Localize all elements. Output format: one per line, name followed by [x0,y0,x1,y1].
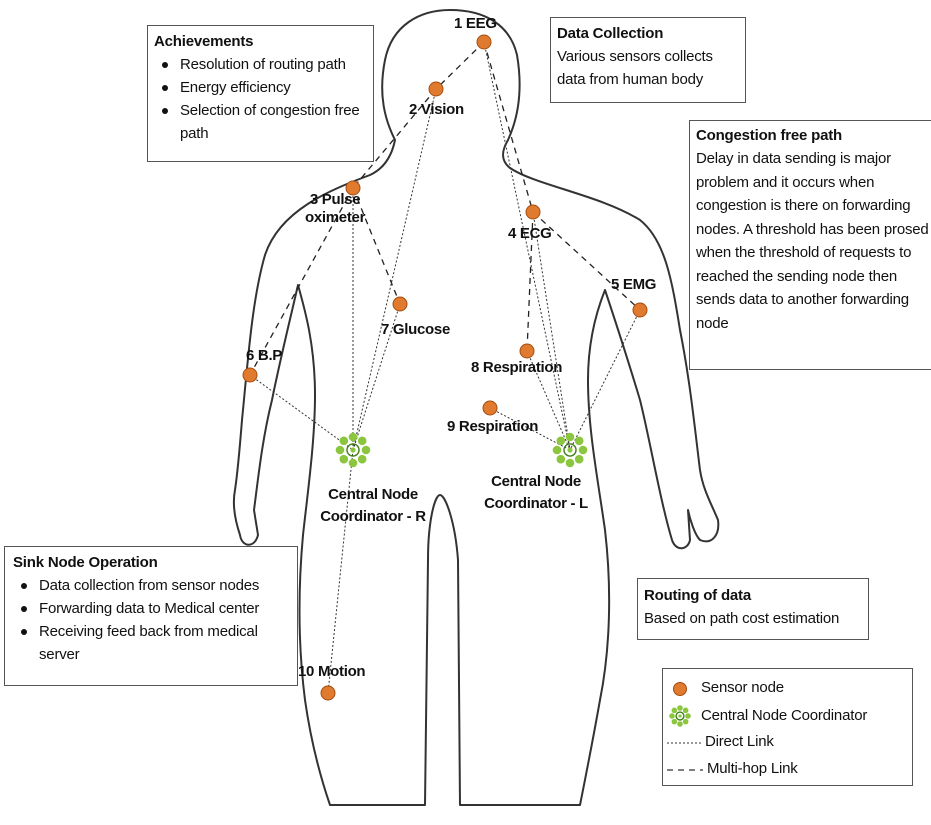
sensor-node [477,35,491,49]
coordinator-r-label-line1: Central Node [318,486,428,504]
legend-coordinator-label: Central Node Coordinator [701,707,867,725]
coordinator-l-label: Central Node Coordinator - L [481,473,591,513]
sensor-label-eeg: 1 EEG [454,15,497,33]
legend-sensor-label: Sensor node [701,679,784,697]
direct-link [533,212,570,450]
direct-link [250,375,353,450]
direct-link [484,42,570,450]
data-collection-box: Data Collection Various sensors collects… [550,17,746,103]
coordinator-l-label-line2: Coordinator - L [481,495,591,513]
list-item: Receiving feed back from medical server [39,620,289,666]
sensor-label-motion: 10 Motion [298,663,365,681]
sensor-node [321,686,335,700]
congestion-box: Congestion free path Delay in data sendi… [689,120,931,370]
list-item: Energy efficiency [180,76,365,99]
sink-node-box: Sink Node Operation Data collection from… [4,546,298,686]
sensor-label-glucose: 7 Glucose [381,321,450,339]
achievements-list: Resolution of routing path Energy effici… [154,53,365,145]
data-collection-text: Various sensors collects data from human… [557,45,735,91]
list-item: Resolution of routing path [180,53,365,76]
legend-direct-label: Direct Link [705,733,774,751]
multihop-link [436,42,484,89]
coordinator-r-label-line2: Coordinator - R [318,508,428,526]
routing-title: Routing of data [644,584,860,607]
multihop-link [484,42,533,212]
sink-node-title: Sink Node Operation [13,551,289,574]
sensor-label-vision: 2 Vision [409,101,464,119]
list-item: Selection of congestion free path [180,99,360,145]
sensor-node [243,368,257,382]
legend-symbols [663,669,703,787]
achievements-box: Achievements Resolution of routing path … [147,25,374,162]
sensor-node [393,297,407,311]
list-item: Forwarding data to Medical center [39,597,289,620]
sensor-node [520,344,534,358]
sensor-node [483,401,497,415]
coordinator-l-label-line1: Central Node [481,473,591,491]
legend-coordinator-shape [669,705,691,727]
sensor-label-emg: 5 EMG [611,276,656,294]
sensor-node [429,82,443,96]
coordinator-r-node [336,433,371,468]
routing-box: Routing of data Based on path cost estim… [637,578,869,640]
sensor-node [633,303,647,317]
sensor-label-respiration-8: 8 Respiration [471,359,562,377]
legend-sensor-icon [674,683,687,696]
legend-coordinator-icon [669,705,691,727]
sensor-label-pulse-oximeter: 3 Pulse oximeter [305,191,365,227]
legend-multihop-label: Multi-hop Link [707,760,798,778]
list-item: Data collection from sensor nodes [39,574,289,597]
sensor-label-bp: 6 B.P [246,347,282,365]
direct-link [570,310,640,450]
achievements-title: Achievements [154,30,365,53]
sensor-node [526,205,540,219]
legend-box: Sensor node Central Node Coordinator Dir… [662,668,913,786]
sensor-label-ecg: 4 ECG [508,225,552,243]
routing-text: Based on path cost estimation [644,607,860,630]
coordinator-r-label: Central Node Coordinator - R [318,486,428,526]
sink-node-list: Data collection from sensor nodes Forwar… [13,574,289,666]
coordinator-l-node [553,433,588,468]
congestion-title: Congestion free path [696,124,931,147]
sensor-label-respiration-9: 9 Respiration [447,418,538,436]
congestion-text: Delay in data sending is major problem a… [696,147,931,335]
data-collection-title: Data Collection [557,22,737,45]
